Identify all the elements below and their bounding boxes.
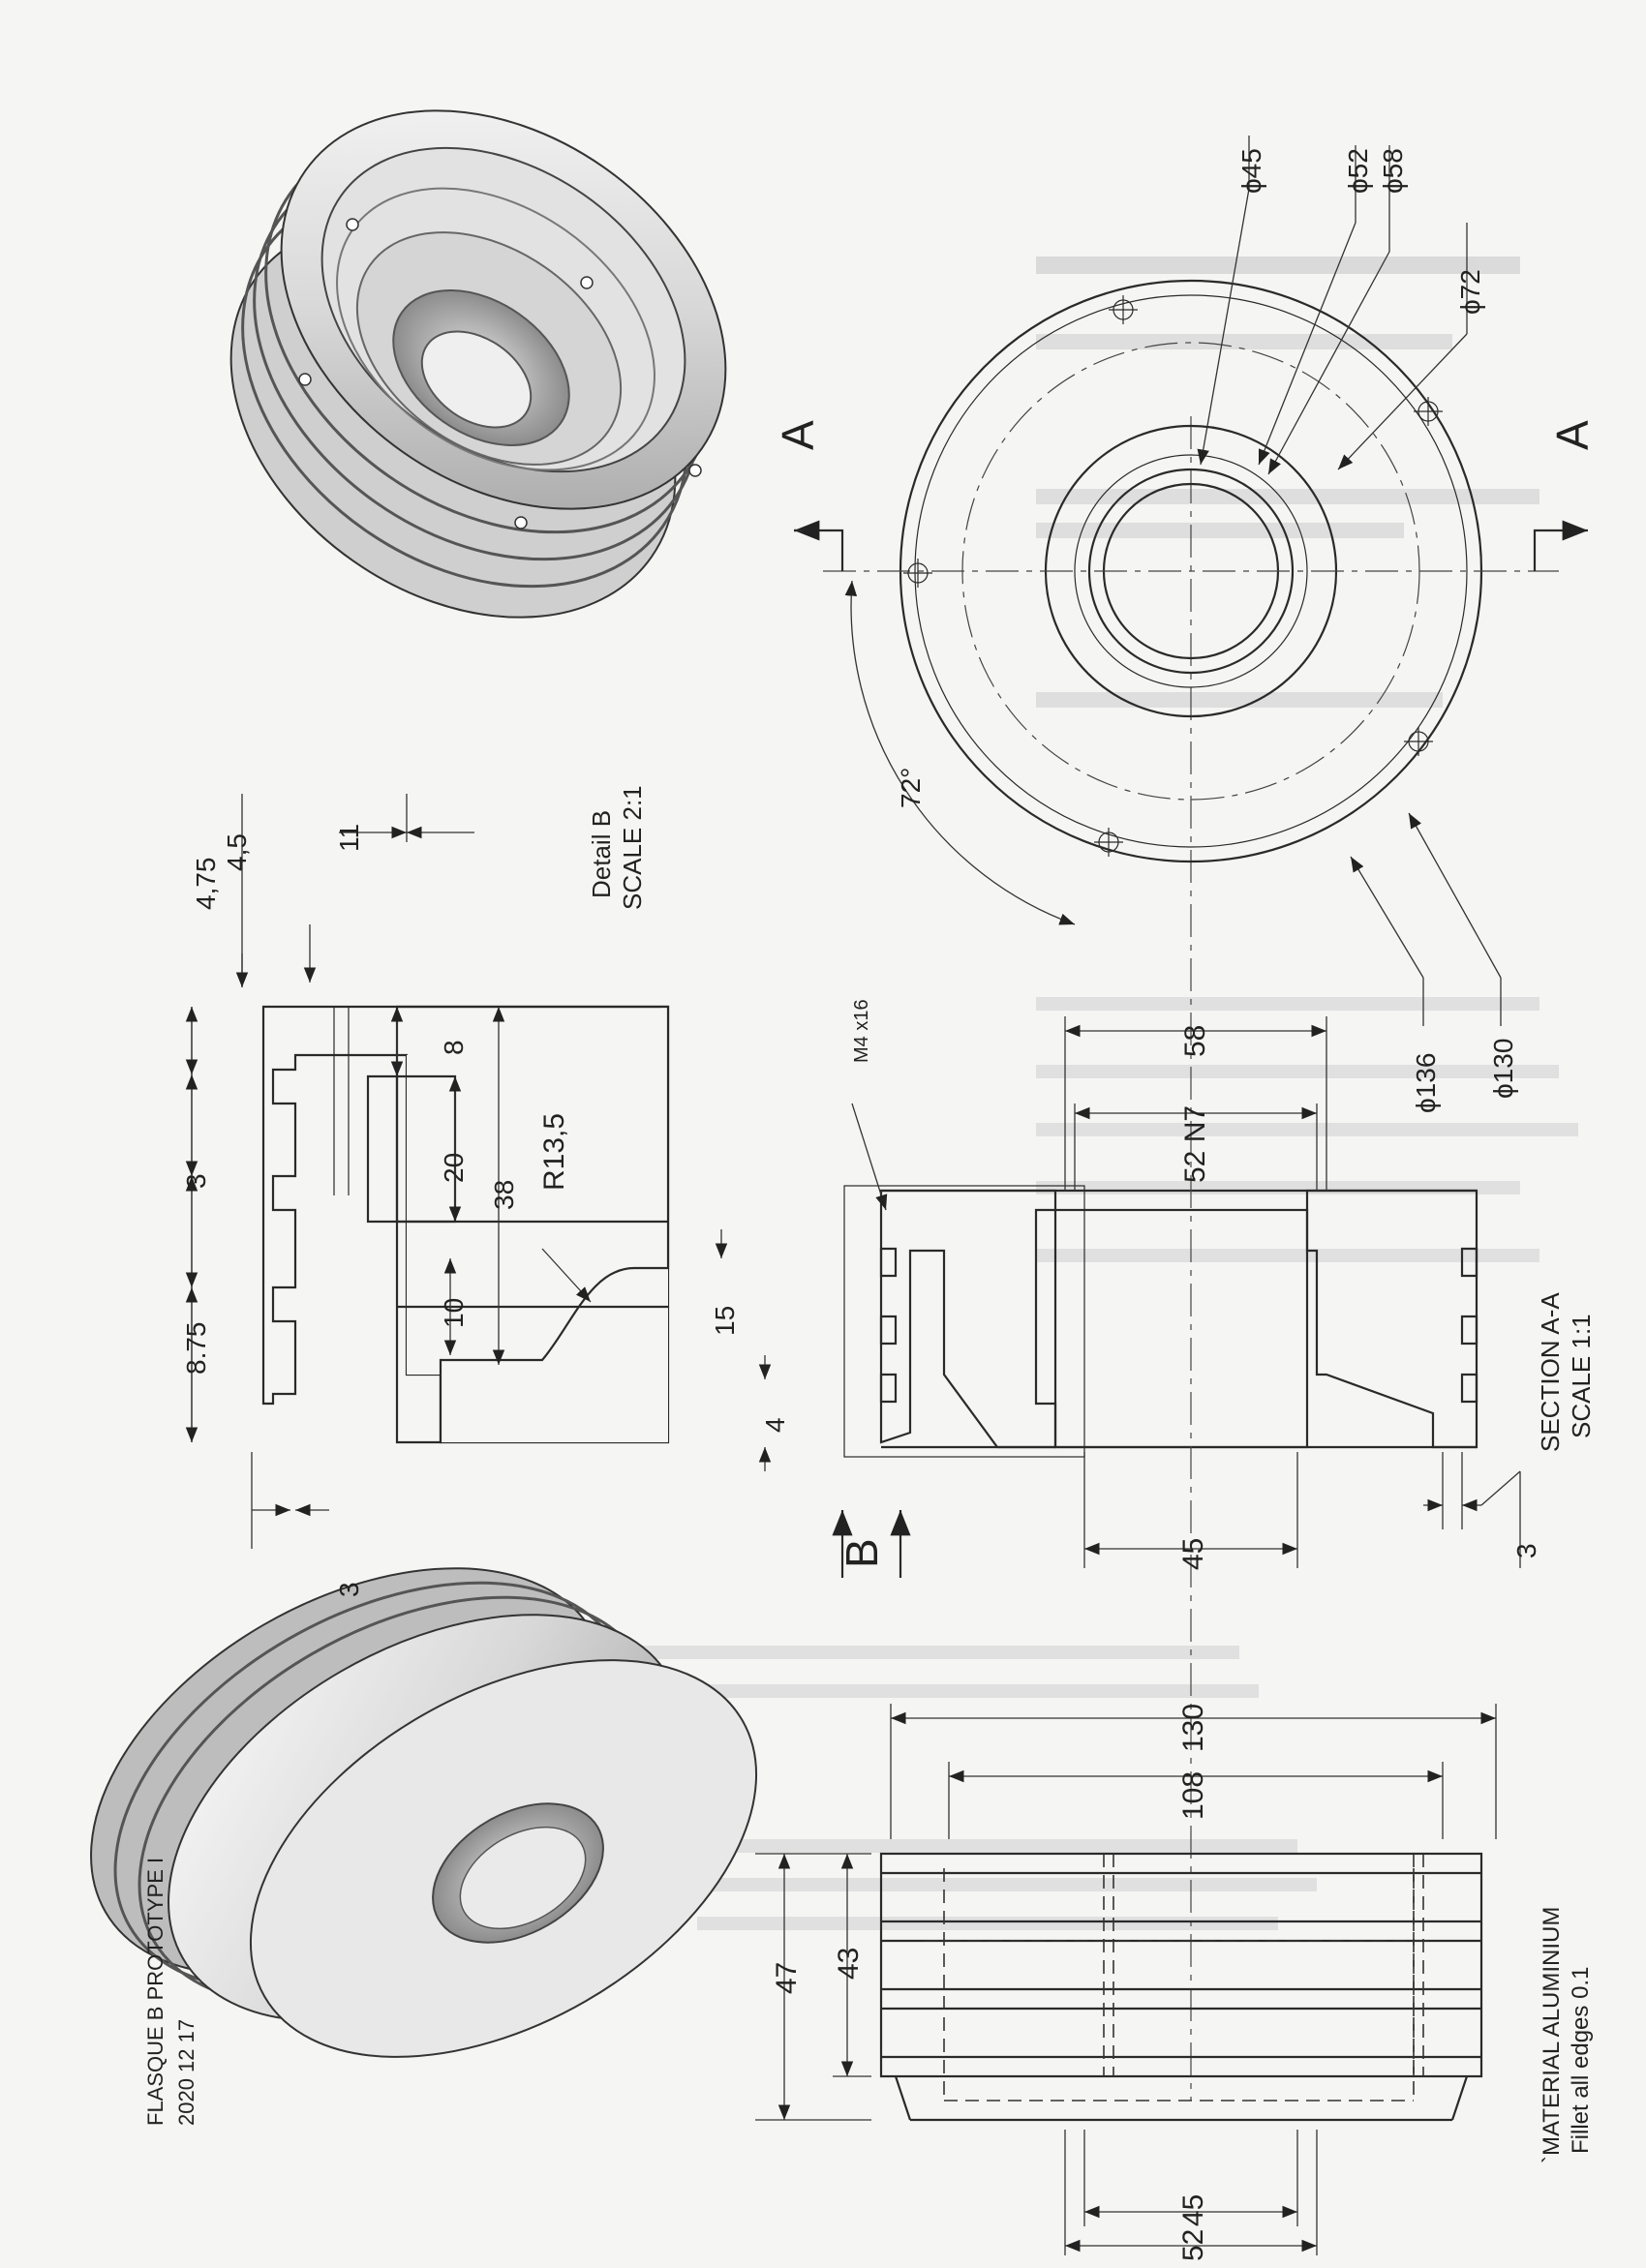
- drawing-date: 2020 12 17: [174, 2019, 198, 2126]
- diameter-52: ϕ52: [1343, 148, 1373, 194]
- section-a-a-view: 58 52 N7 45 3 M4 x16 B SECTION A-A SCALE…: [832, 416, 1596, 2101]
- section-marker-a-right: A: [1547, 420, 1598, 450]
- diameter-136: ϕ136: [1411, 1053, 1441, 1113]
- detail-scale: SCALE 2:1: [618, 785, 647, 910]
- dim-43: 43: [833, 1948, 865, 1980]
- angle-72: 72°: [896, 768, 926, 808]
- dim-20: 20: [439, 1153, 469, 1183]
- dim-8-75: 8.75: [181, 1322, 211, 1376]
- drawing-title: FLASQUE B PROTOTYPE I: [143, 1858, 168, 2126]
- isometric-view-bottom: [90, 1567, 758, 2058]
- dim-3b: 3: [334, 1582, 364, 1597]
- dim-3: 3: [181, 1173, 211, 1189]
- dim-45: 45: [1177, 1538, 1209, 1570]
- diameter-130: ϕ130: [1488, 1039, 1518, 1099]
- dim-15: 15: [710, 1306, 740, 1336]
- dim-47: 47: [771, 1962, 803, 1994]
- detail-b-view: 4,75 4,5 11 8 3 20 38 R13,5 8.75 10 15 4…: [181, 785, 790, 1597]
- dim-8: 8: [439, 1040, 469, 1055]
- side-view: 108 130 47 43 45 52 `MATERIAL ALUMINIUM …: [755, 1704, 1594, 2261]
- dim-r13-5: R13,5: [538, 1113, 570, 1191]
- dim-4-5: 4,5: [222, 833, 252, 871]
- dim-3c: 3: [1511, 1543, 1541, 1558]
- section-scale: SCALE 1:1: [1567, 1314, 1596, 1438]
- bolt-holes: [903, 295, 1443, 857]
- dim-52-n7: 52 N7: [1179, 1105, 1211, 1183]
- dim-58: 58: [1179, 1025, 1211, 1057]
- dim-10: 10: [439, 1298, 469, 1328]
- front-view: 72° A A ϕ45 ϕ52 ϕ58 ϕ72 ϕ136 ϕ130: [773, 136, 1598, 1113]
- title-block: FLASQUE B PROTOTYPE I 2020 12 17: [143, 1858, 198, 2126]
- diameter-72: ϕ72: [1455, 269, 1485, 315]
- diameter-58: ϕ58: [1378, 148, 1408, 194]
- diameter-45: ϕ45: [1236, 148, 1266, 194]
- dim-52: 52: [1177, 2229, 1209, 2261]
- fillet-note: Fillet all edges 0.1: [1568, 1967, 1594, 2154]
- dim-11: 11: [334, 824, 364, 852]
- dim-108: 108: [1177, 1771, 1209, 1820]
- dim-4: 4: [760, 1417, 790, 1433]
- callout-b: B: [837, 1538, 887, 1568]
- dim-45b: 45: [1177, 2194, 1209, 2226]
- material-note: `MATERIAL ALUMINIUM: [1539, 1907, 1565, 2163]
- thread-callout: M4 x16: [851, 999, 872, 1063]
- dim-4-75: 4,75: [191, 858, 221, 911]
- dim-38: 38: [489, 1180, 519, 1210]
- detail-label: Detail B: [587, 810, 616, 898]
- dim-130: 130: [1177, 1704, 1209, 1752]
- section-label: SECTION A-A: [1536, 1292, 1565, 1452]
- section-marker-a-left: A: [773, 420, 823, 450]
- isometric-view-top: [229, 109, 727, 619]
